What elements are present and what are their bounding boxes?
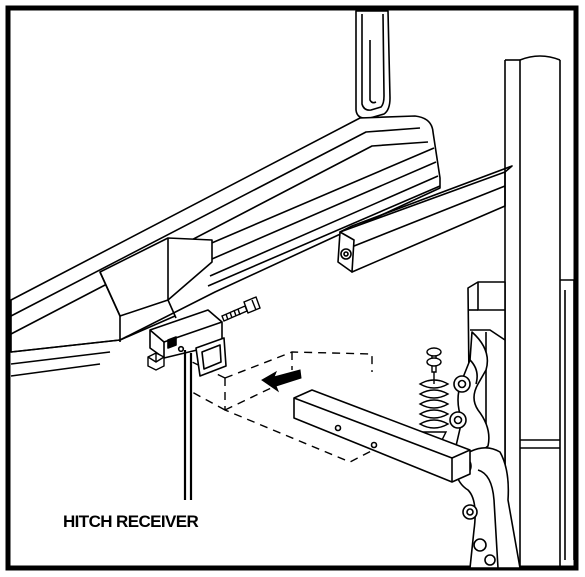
callout-hitch-receiver-label: HITCH RECEIVER <box>63 512 198 531</box>
hitch-receiver-leader <box>183 350 193 500</box>
bolt <box>221 296 261 322</box>
hitch-bar <box>293 389 471 483</box>
vehicle-frame-rail <box>10 115 441 377</box>
coil-spring <box>418 347 450 441</box>
hitch-receiver-part <box>149 309 227 377</box>
nut <box>147 352 165 371</box>
vehicle-seat-upright <box>355 10 391 120</box>
latch-lever <box>449 331 490 461</box>
insertion-arrow <box>261 369 302 393</box>
